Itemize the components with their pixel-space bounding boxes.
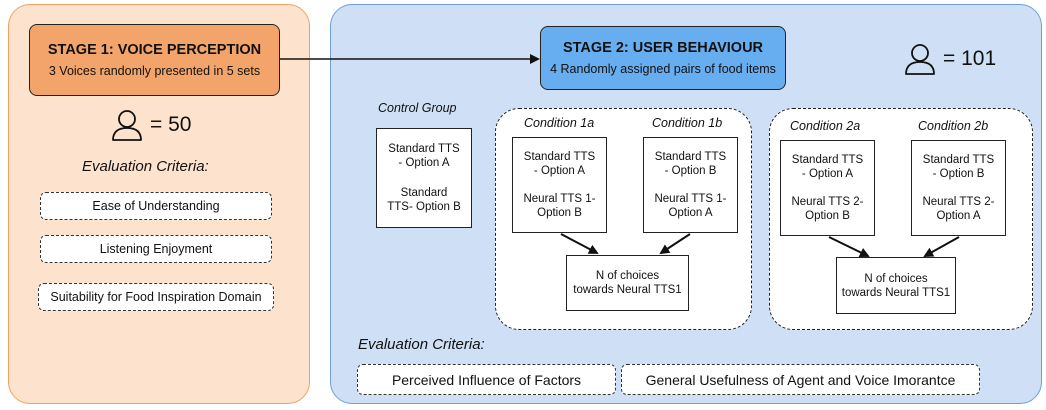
condition-2b-label: Condition 2b (918, 119, 989, 133)
control-group-label: Control Group (378, 101, 457, 115)
stage1-participant-count: = 50 (110, 108, 191, 142)
result-2-line1: N of choices (864, 272, 928, 285)
condition-2a-box: Standard TTS - Option A Neural TTS 2- Op… (780, 140, 875, 236)
condition-1b-option-2: Neural TTS 1- Option A (654, 193, 727, 219)
criterion-ease-of-understanding: Ease of Understanding (40, 192, 272, 220)
condition-2b-box: Standard TTS - Option B Neural TTS 2- Op… (911, 140, 1006, 236)
condition-2b-option-1: Standard TTS - Option B (922, 154, 995, 180)
control-option-a: Standard TTS - Option A (388, 143, 460, 169)
arrow-2b-to-result (923, 236, 960, 257)
stage2-subtitle: 4 Randomly assigned pairs of food items (550, 62, 776, 76)
result-box-group-1: N of choices towards Neural TTS1 (566, 255, 689, 311)
condition-1a-option-1: Standard TTS - Option A (523, 151, 596, 177)
stage2-participants-label: = 101 (943, 47, 997, 70)
result-1-line1: N of choices (595, 270, 660, 282)
control-option-b: Standard TTS- Option B (387, 187, 461, 213)
stage2-evaluation-title: Evaluation Criteria: (358, 336, 485, 353)
result-2-line2: towards Neural TTS1 (841, 286, 951, 299)
arrow-1b-to-result (659, 233, 691, 255)
result-box-group-2: N of choices towards Neural TTS1 (836, 257, 956, 314)
criterion-listening-enjoyment: Listening Enjoyment (40, 235, 272, 263)
condition-1b-box: Standard TTS - Option B Neural TTS 1- Op… (643, 137, 738, 233)
stage2-title: STAGE 2: USER BEHAVIOUR (562, 40, 764, 56)
control-group-box: Standard TTS - Option A Standard TTS- Op… (376, 128, 472, 228)
condition-2a-option-1: Standard TTS - Option A (791, 154, 864, 180)
condition-2a-label: Condition 2a (790, 119, 861, 133)
criterion-perceived-influence: Perceived Influence of Factors (357, 364, 616, 395)
condition-1a-option-2: Neural TTS 1- Option B (523, 193, 596, 219)
stage1-subtitle: 3 Voices randomly presented in 5 sets (48, 64, 261, 78)
stage1-evaluation-title: Evaluation Criteria: (82, 158, 209, 175)
stage1-header: STAGE 1: VOICE PERCEPTION 3 Voices rando… (29, 24, 280, 96)
criterion-suitability: Suitability for Food Inspiration Domain (38, 283, 274, 311)
result-1-line2: towards Neural TTS1 (573, 284, 682, 296)
criterion-general-usefulness: General Usefulness of Agent and Voice Im… (621, 364, 980, 395)
person-icon (112, 110, 142, 141)
arrow-1a-to-result (560, 233, 599, 254)
condition-2a-option-2: Neural TTS 2- Option B (791, 196, 864, 222)
condition-1b-label: Condition 1b (652, 116, 723, 130)
condition-2b-option-2: Neural TTS 2- Option A (922, 196, 995, 222)
condition-1b-option-1: Standard TTS - Option B (654, 151, 727, 177)
stage2-header: STAGE 2: USER BEHAVIOUR 4 Randomly assig… (540, 26, 786, 90)
condition-1a-box: Standard TTS - Option A Neural TTS 1- Op… (512, 137, 607, 233)
stage1-title: STAGE 1: VOICE PERCEPTION (47, 42, 262, 58)
arrow-2a-to-result (828, 236, 870, 257)
condition-1a-label: Condition 1a (524, 116, 595, 130)
stage2-participant-count: = 101 (903, 42, 996, 76)
person-icon (905, 44, 935, 75)
stage1-participants-label: = 50 (150, 113, 192, 136)
